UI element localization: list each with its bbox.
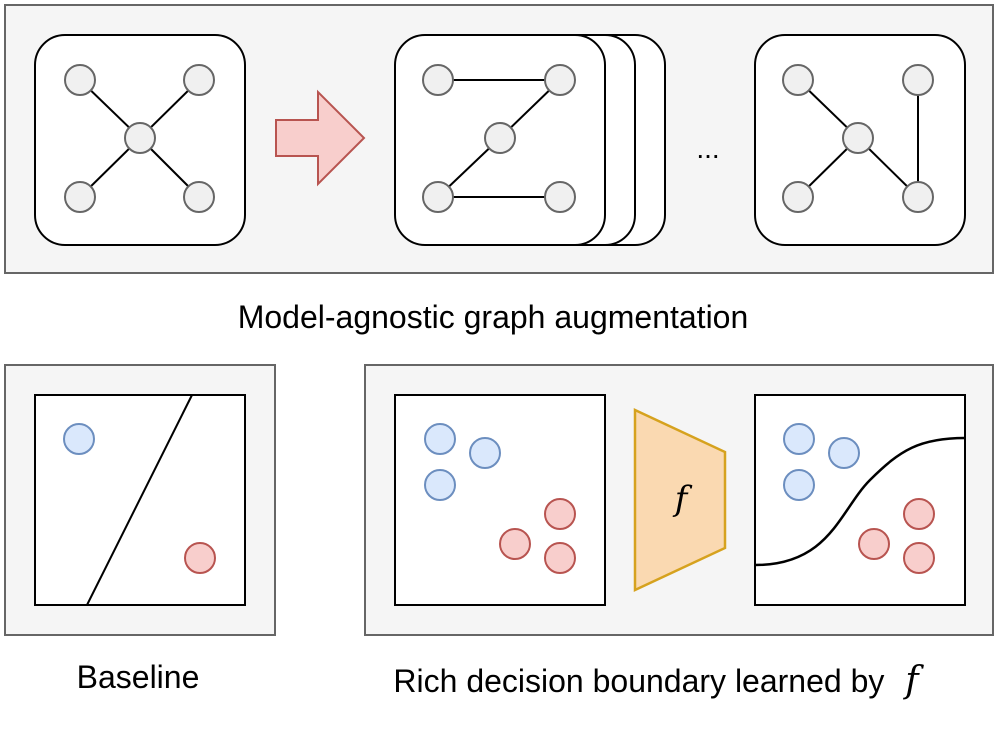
- graph-node: [782, 181, 814, 213]
- graph-node: [422, 64, 454, 96]
- linear-decision-boundary: [86, 394, 193, 606]
- blue-sample: [63, 423, 95, 455]
- blue-sample: [424, 423, 456, 455]
- blue-sample: [828, 437, 860, 469]
- red-sample: [858, 528, 890, 560]
- graph-node: [183, 64, 215, 96]
- red-sample: [499, 528, 531, 560]
- graph-node: [544, 64, 576, 96]
- graph-node: [124, 122, 156, 154]
- blue-sample: [783, 423, 815, 455]
- blue-sample: [424, 469, 456, 501]
- red-sample: [544, 542, 576, 574]
- learned-boundary-plot: [754, 394, 966, 606]
- input-samples-plot: [394, 394, 606, 606]
- ellipsis: ...: [696, 133, 719, 164]
- augmented-graph-stack: [394, 34, 666, 246]
- nonlinear-decision-boundary: [754, 436, 966, 567]
- graph-node: [422, 181, 454, 213]
- blue-sample: [783, 469, 815, 501]
- red-sample: [184, 542, 216, 574]
- graph-node: [64, 64, 96, 96]
- red-sample: [903, 498, 935, 530]
- baseline-caption: Baseline: [77, 659, 200, 695]
- final-augmented-graph: [754, 34, 966, 246]
- blue-sample: [469, 437, 501, 469]
- graph-node: [183, 181, 215, 213]
- augmentation-arrow: [275, 89, 366, 187]
- rich-boundary-caption-symbol: f: [902, 660, 924, 701]
- graph-node: [64, 181, 96, 213]
- graph-node: [484, 122, 516, 154]
- graph-node: [842, 122, 874, 154]
- augmentation-caption: Model-agnostic graph augmentation: [238, 299, 749, 335]
- rich-boundary-caption: Rich decision boundary learned by f: [393, 660, 924, 701]
- red-sample: [903, 542, 935, 574]
- model-f: [633, 408, 727, 592]
- original-graph: [34, 34, 246, 246]
- rich-boundary-caption-text: Rich decision boundary learned by: [393, 663, 884, 699]
- graph-node: [902, 64, 934, 96]
- graph-node: [902, 181, 934, 213]
- graph-node: [544, 181, 576, 213]
- graph-node: [782, 64, 814, 96]
- red-sample: [544, 498, 576, 530]
